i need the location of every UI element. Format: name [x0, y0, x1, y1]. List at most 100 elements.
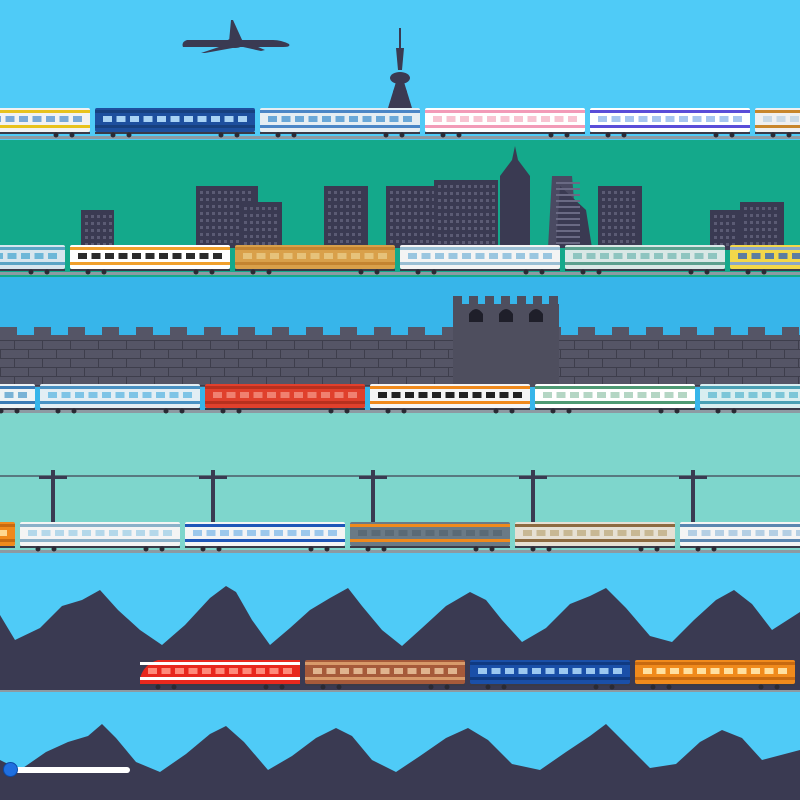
train-car-roof-stripe: [700, 386, 800, 389]
train-car-window: [199, 253, 209, 259]
train-car-window: [556, 392, 566, 398]
train-car-window: [742, 530, 751, 536]
train-wheel: [650, 684, 656, 690]
train-car-window: [610, 392, 620, 398]
train-car-window: [640, 253, 650, 259]
train-car-window: [407, 668, 417, 674]
train-car-window: [543, 392, 552, 398]
train-wheel: [171, 684, 177, 690]
train-car-underframe: [95, 132, 255, 134]
train-car-window: [748, 392, 758, 398]
train-car-window: [283, 668, 292, 674]
train-car-window: [683, 668, 693, 674]
train-car: [0, 108, 90, 138]
train-car-window: [545, 668, 555, 674]
train-car-roof-stripe: [0, 110, 90, 113]
train-wheel: [155, 684, 161, 690]
train-car: [205, 384, 365, 414]
train-car: [425, 108, 585, 138]
train-car-roof-stripe: [0, 247, 65, 250]
train-car-window: [267, 392, 276, 398]
train-car-window: [405, 392, 414, 398]
train-car-underframe: [260, 132, 420, 134]
train-wheel: [101, 269, 107, 275]
slider-track[interactable]: [4, 767, 130, 773]
train-wheel: [428, 684, 434, 690]
train-wheel: [200, 546, 206, 552]
train-car-underframe: [400, 269, 560, 271]
train-car-window: [738, 253, 747, 259]
train-car-window: [613, 253, 623, 259]
train-car: [470, 660, 630, 690]
trains: [0, 108, 800, 690]
train-car-window: [183, 392, 192, 398]
train-car-window: [493, 530, 502, 536]
train-car: [70, 245, 230, 275]
train-car-window: [472, 392, 482, 398]
train-car-window: [169, 392, 179, 398]
train-car-window: [421, 253, 431, 259]
train-car-window: [586, 668, 595, 674]
train-car: [515, 522, 675, 552]
train-wheel: [566, 408, 572, 414]
slider-thumb[interactable]: [2, 762, 18, 777]
train-car-window: [466, 530, 475, 536]
train-car-window: [143, 116, 153, 122]
train-car-window: [186, 253, 195, 259]
train-wheel: [431, 269, 437, 275]
train-car-underframe: [140, 684, 300, 686]
train-car-window: [220, 530, 229, 536]
train-car-underframe: [0, 132, 90, 134]
train-car-window: [478, 668, 487, 674]
train-car-window: [448, 253, 458, 259]
train-wheel: [275, 132, 281, 138]
train-car-window: [681, 253, 690, 259]
train-car-window: [445, 392, 455, 398]
train-car-window: [434, 668, 444, 674]
train-car-window: [550, 530, 559, 536]
train-car-stripe: [305, 677, 465, 680]
train-wheel: [320, 684, 326, 690]
train-car-window: [611, 116, 621, 122]
train-car-underframe: [565, 269, 725, 271]
train-car-window: [211, 116, 220, 122]
train-car-window: [313, 668, 322, 674]
tv-tower-icon: [388, 28, 412, 108]
train-car-window: [599, 668, 609, 674]
train-wheel: [695, 546, 701, 552]
speed-slider[interactable]: [0, 761, 135, 779]
rail-track: [0, 272, 800, 275]
train-car-stripe: [700, 401, 800, 404]
train-car: [305, 660, 465, 690]
train-car-window: [188, 668, 198, 674]
train-car-stripe: [590, 125, 750, 128]
train-car-window: [708, 253, 717, 259]
train-car-window: [130, 116, 139, 122]
train-wheel: [774, 684, 780, 690]
train-car-stripe: [425, 125, 585, 128]
train-wheel: [580, 269, 586, 275]
train-wheel: [493, 408, 499, 414]
train-wheel: [546, 546, 552, 552]
train-car-window: [283, 253, 293, 259]
train-car-window: [240, 392, 249, 398]
train-car-stripe: [0, 125, 90, 128]
train-car-window: [18, 392, 27, 398]
train-car-window: [48, 253, 57, 259]
train-wheel: [179, 408, 185, 414]
train-car-stripe: [680, 539, 800, 542]
train-wheel: [0, 408, 4, 414]
train-car: [20, 522, 180, 552]
train-car-window: [563, 530, 573, 536]
train-car-stripe: [20, 539, 180, 542]
train-wheel: [216, 546, 222, 552]
train-car-window: [0, 530, 7, 536]
train-car-window: [362, 116, 372, 122]
train-car-window: [412, 530, 421, 536]
train-wheel: [218, 132, 224, 138]
train-car-window: [638, 116, 648, 122]
train-car-window: [163, 530, 172, 536]
train-car-roof-stripe: [565, 247, 725, 250]
train-car-window: [627, 253, 636, 259]
train-car-window: [34, 253, 44, 259]
